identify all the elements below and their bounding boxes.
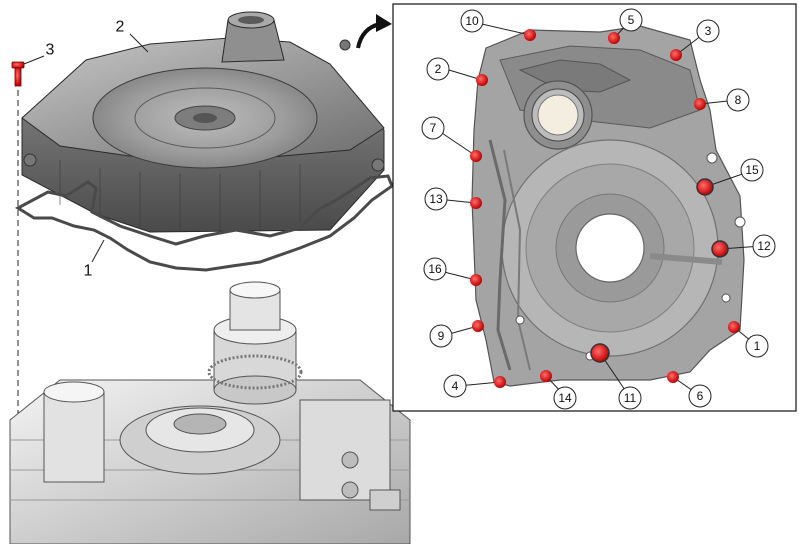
cover-detail-view bbox=[471, 25, 746, 387]
svg-text:8: 8 bbox=[735, 93, 742, 107]
svg-text:15: 15 bbox=[745, 163, 759, 177]
label-bolt: 3 bbox=[46, 42, 55, 59]
bolt-markers bbox=[470, 29, 740, 388]
svg-text:6: 6 bbox=[697, 389, 704, 403]
callout-11: 11 bbox=[618, 386, 642, 410]
label-cover: 2 bbox=[116, 19, 125, 36]
callout-3: 3 bbox=[696, 19, 720, 43]
callout-5: 5 bbox=[619, 8, 643, 32]
bolt-marker-14 bbox=[540, 370, 552, 382]
svg-text:10: 10 bbox=[465, 14, 479, 28]
bolt-marker-2 bbox=[476, 74, 488, 86]
bolt-marker-16 bbox=[470, 274, 482, 286]
callout-2: 2 bbox=[426, 57, 450, 81]
transmission-cover bbox=[21, 11, 385, 233]
transmission-internals bbox=[9, 281, 411, 544]
label-gasket: 1 bbox=[84, 263, 93, 280]
callout-9: 9 bbox=[429, 324, 453, 348]
callout-8: 8 bbox=[726, 88, 750, 112]
svg-text:16: 16 bbox=[428, 262, 442, 276]
svg-text:14: 14 bbox=[558, 391, 572, 405]
bolt-marker-8 bbox=[694, 98, 706, 110]
callout-12: 12 bbox=[752, 234, 776, 258]
callout-10: 10 bbox=[460, 9, 484, 33]
callout-7: 7 bbox=[421, 116, 445, 140]
gasket bbox=[15, 174, 394, 272]
callout-15: 15 bbox=[740, 158, 764, 182]
bolt-marker-10 bbox=[524, 29, 536, 41]
callout-16: 16 bbox=[423, 257, 447, 281]
svg-text:1: 1 bbox=[754, 339, 761, 353]
bolt-marker-1 bbox=[728, 321, 740, 333]
callout-4: 4 bbox=[443, 374, 467, 398]
bolt-marker-9 bbox=[472, 320, 484, 332]
bolt-marker-11 bbox=[590, 343, 610, 363]
curved-arrow-icon bbox=[356, 14, 392, 49]
bolt-marker-15 bbox=[696, 178, 714, 196]
svg-text:11: 11 bbox=[624, 391, 637, 405]
svg-text:2: 2 bbox=[435, 62, 442, 76]
svg-text:13: 13 bbox=[429, 192, 443, 206]
bolt-icon bbox=[11, 61, 25, 87]
callout-13: 13 bbox=[424, 187, 448, 211]
svg-text:5: 5 bbox=[628, 13, 635, 27]
svg-text:12: 12 bbox=[757, 239, 771, 253]
bolt-marker-5 bbox=[608, 32, 620, 44]
svg-text:4: 4 bbox=[452, 379, 459, 393]
bolt-marker-4 bbox=[494, 376, 506, 388]
svg-text:3: 3 bbox=[705, 24, 712, 38]
callout-circles: 1 2 3 4 5 6 7 8 9 10 11 12 13 14 15 16 bbox=[421, 8, 776, 410]
callout-14: 14 bbox=[553, 386, 577, 410]
svg-text:9: 9 bbox=[438, 329, 445, 343]
svg-text:7: 7 bbox=[430, 121, 437, 135]
bolt-marker-13 bbox=[470, 197, 482, 209]
bolt-marker-6 bbox=[667, 371, 679, 383]
callout-1: 1 bbox=[745, 334, 769, 358]
bolt-marker-12 bbox=[711, 240, 729, 258]
callout-6: 6 bbox=[688, 384, 712, 408]
bolt-marker-3 bbox=[670, 49, 682, 61]
bolt-marker-7 bbox=[470, 150, 482, 162]
